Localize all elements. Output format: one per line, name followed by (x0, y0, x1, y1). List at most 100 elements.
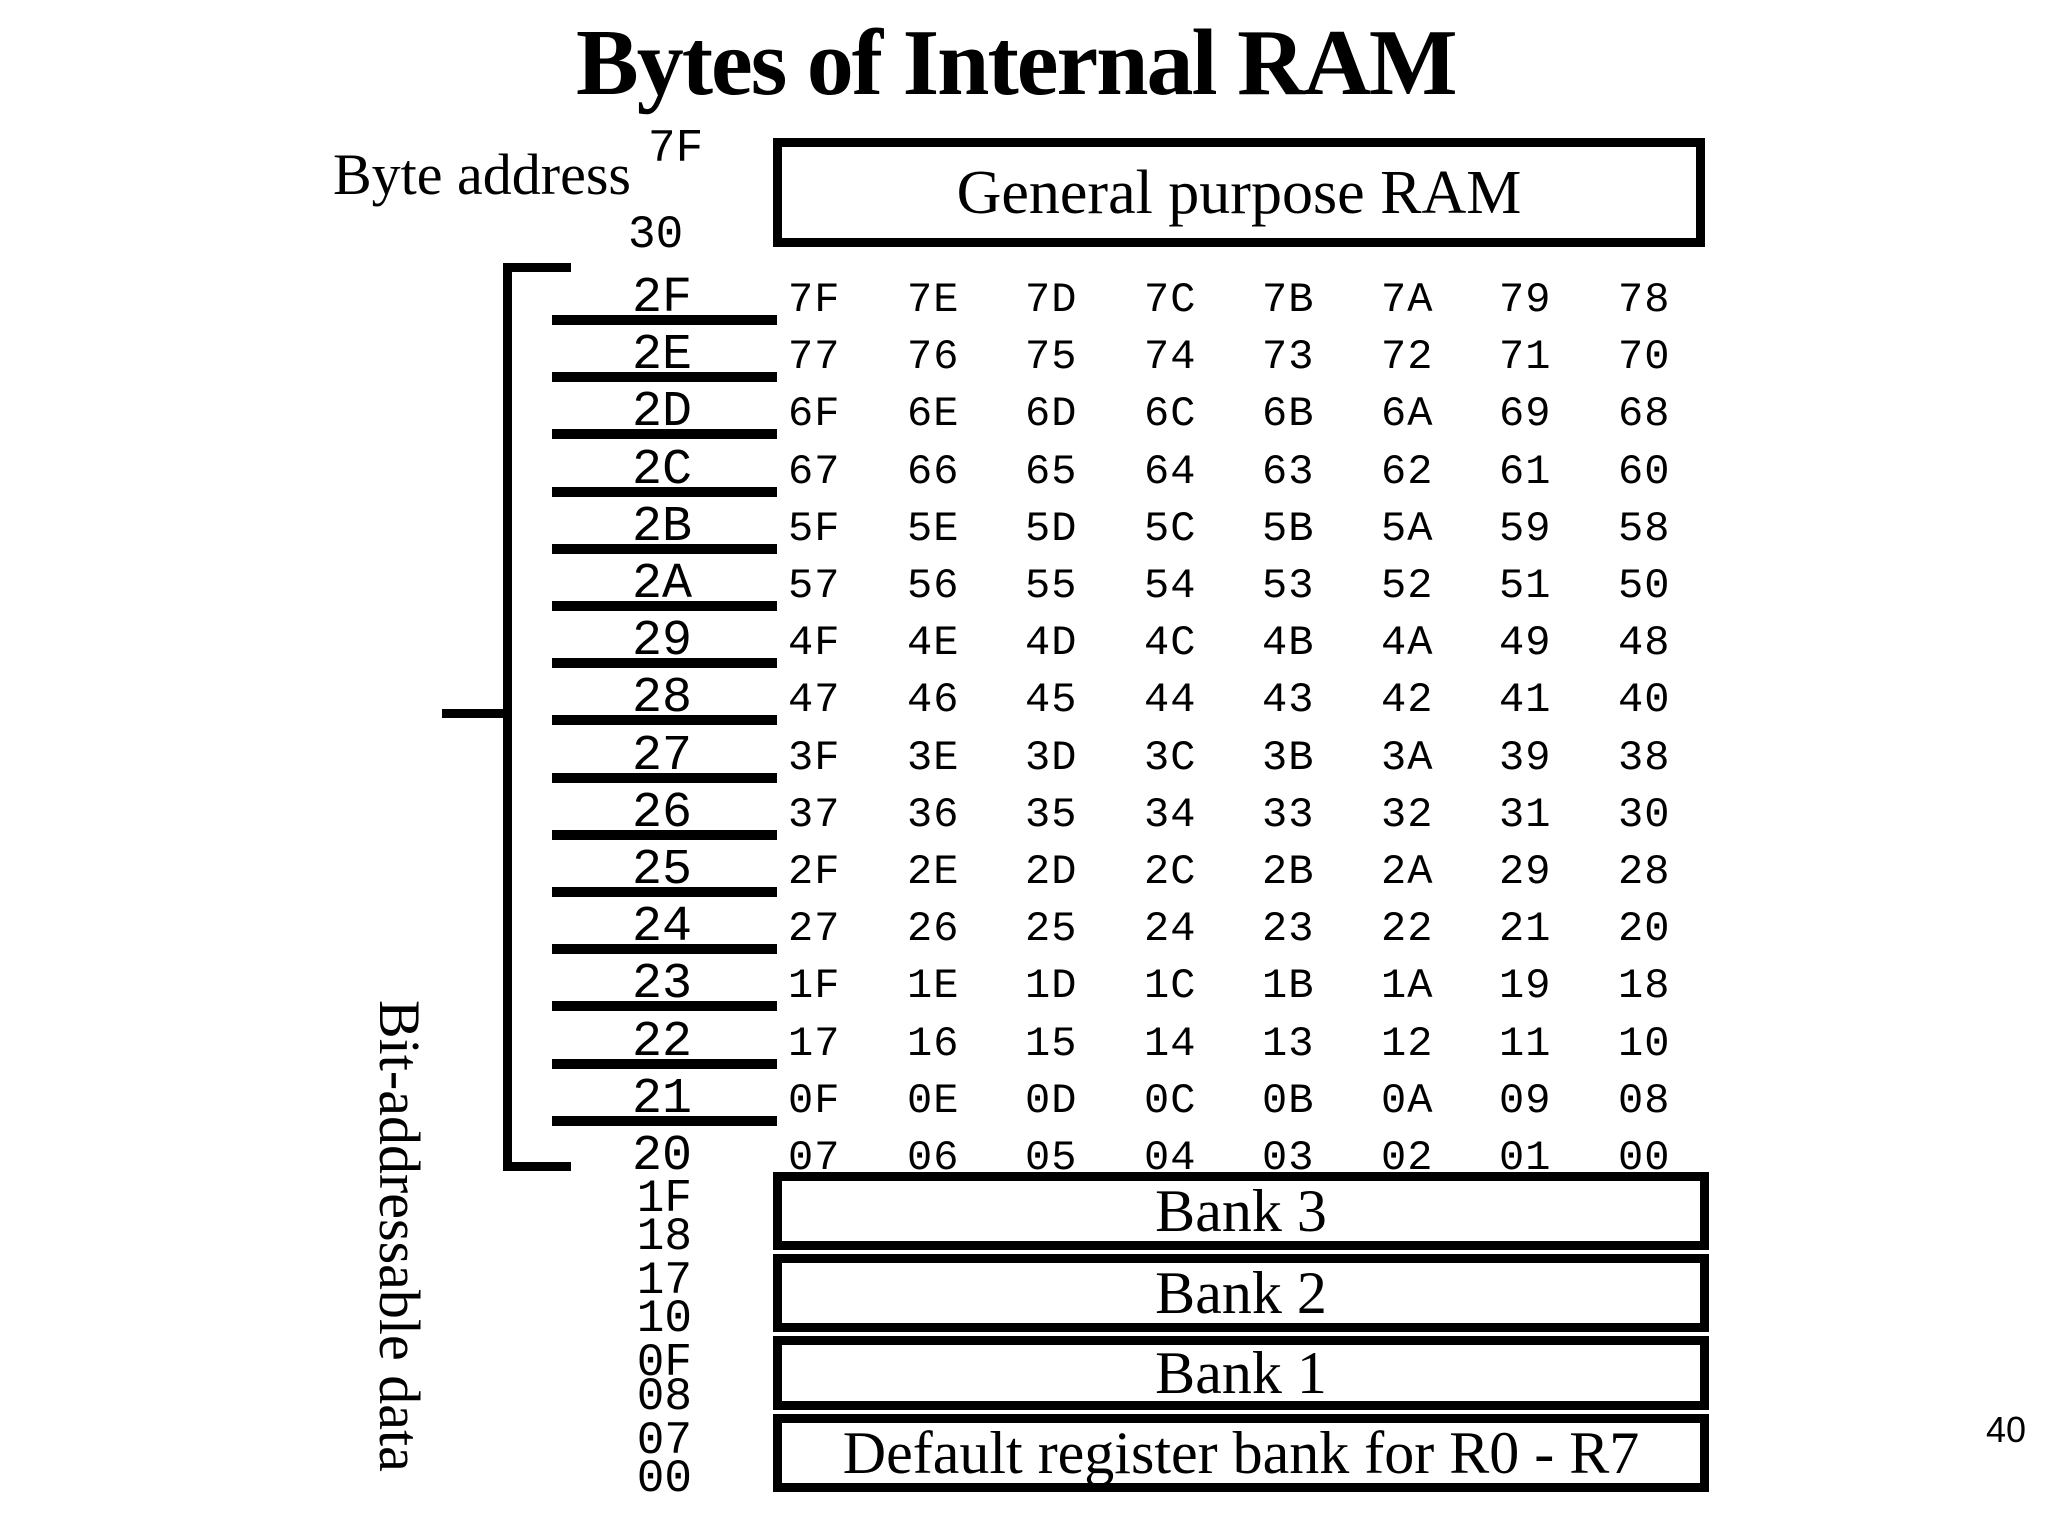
bit-address-cell: 0E (907, 1076, 960, 1125)
bit-address-cell: 77 (788, 333, 841, 382)
bit-address-cell: 31 (1499, 790, 1552, 839)
bit-address-cell: 7B (1262, 276, 1315, 324)
bank-address-low: 08 (636, 1371, 692, 1423)
bit-address-cell: 6A (1381, 390, 1434, 439)
bit-address-cell: 11 (1499, 1019, 1552, 1068)
bit-address-cell: 5F (788, 504, 841, 553)
row-underline (552, 315, 777, 325)
bit-address-cell: 4C (1144, 619, 1197, 668)
bit-address-cell: 19 (1499, 962, 1552, 1011)
bit-address-cell: 53 (1262, 562, 1315, 610)
row-underline (552, 1001, 777, 1012)
bit-address-cell: 12 (1381, 1019, 1434, 1068)
row-underline (552, 829, 777, 840)
bank-address-low: 10 (636, 1293, 692, 1345)
bank-box: Bank 2 (773, 1254, 1709, 1332)
byte-address-label: Byte address (333, 142, 631, 207)
bit-address-cell: 2A (1381, 848, 1434, 896)
byte-address-high: 7F (648, 123, 704, 175)
row-underline (552, 772, 777, 783)
bit-address-cell: 44 (1144, 676, 1197, 725)
bit-address-cell: 33 (1262, 790, 1315, 839)
bit-address-cell: 4A (1381, 619, 1434, 668)
bit-address-cell: 2D (1025, 848, 1078, 896)
bit-address-cell: 55 (1025, 562, 1078, 610)
bit-address-cell: 0D (1025, 1076, 1078, 1125)
bank-address-low: 18 (636, 1211, 692, 1263)
bit-addressable-data-label: Bit-addressable data (367, 1000, 432, 1472)
bit-address-cell: 38 (1618, 733, 1671, 782)
bit-address-cell: 5E (907, 504, 960, 553)
bit-address-cell: 4D (1025, 619, 1078, 668)
bit-address-cell: 22 (1381, 905, 1434, 954)
bit-address-cell: 45 (1025, 676, 1078, 725)
bit-address-cell: 7A (1381, 276, 1434, 324)
bit-address-cell: 73 (1262, 333, 1315, 382)
bit-address-cell: 40 (1618, 676, 1671, 725)
bit-address-cell: 18 (1618, 962, 1671, 1011)
bit-address-cell: 66 (907, 447, 960, 496)
bit-address-cell: 3C (1144, 733, 1197, 782)
bit-address-cell: 36 (907, 790, 960, 839)
bit-address-cell: 1B (1262, 962, 1315, 1011)
bank-address-high: 07 (636, 1415, 692, 1467)
bit-address-cell: 69 (1499, 390, 1552, 439)
bit-address-cell: 5C (1144, 504, 1197, 553)
page-number: 40 (1986, 1409, 2027, 1450)
bank-address-high: 0F (636, 1337, 692, 1389)
bank-label: Bank 2 (1155, 1260, 1327, 1326)
bank-box: Default register bank for R0 - R7 (773, 1414, 1709, 1492)
row-underline (552, 658, 777, 669)
row-address: 20 (631, 1128, 692, 1185)
bit-address-cell: 67 (788, 447, 841, 496)
bit-address-cell: 48 (1618, 619, 1671, 668)
row-underline (552, 887, 777, 897)
bit-area-bracket-bottom-arm (503, 1162, 571, 1171)
bit-address-cell: 63 (1262, 447, 1315, 496)
row-underline (552, 372, 777, 383)
bank-label: Bank 3 (1155, 1178, 1327, 1244)
bit-address-cell: 21 (1499, 905, 1552, 954)
bit-address-cell: 61 (1499, 447, 1552, 496)
general-purpose-ram-box: General purpose RAM (773, 138, 1705, 247)
bit-address-cell: 13 (1262, 1019, 1315, 1068)
bit-address-cell: 64 (1144, 447, 1197, 496)
row-underline (552, 944, 777, 955)
bit-address-cell: 4E (907, 619, 960, 668)
bit-address-cell: 0F (788, 1076, 841, 1125)
bit-address-cell: 1D (1025, 962, 1078, 1011)
bit-address-cell: 52 (1381, 562, 1434, 610)
bank-label: Default register bank for R0 - R7 (842, 1420, 1640, 1486)
bit-address-cell: 7D (1025, 276, 1078, 324)
bit-address-cell: 5D (1025, 504, 1078, 553)
bank-address-high: 1F (636, 1173, 692, 1225)
row-underline (552, 715, 777, 726)
bit-address-cell: 42 (1381, 676, 1434, 725)
bit-address-cell: 65 (1025, 447, 1078, 496)
bit-address-cell: 79 (1499, 276, 1552, 324)
bit-address-cell: 71 (1499, 333, 1552, 382)
bit-address-cell: 51 (1499, 562, 1552, 610)
bit-address-cell: 6C (1144, 390, 1197, 439)
bit-address-cell: 24 (1144, 905, 1197, 954)
bit-address-cell: 6F (788, 390, 841, 439)
bit-address-cell: 6B (1262, 390, 1315, 439)
bit-address-cell: 68 (1618, 390, 1671, 439)
bit-address-cell: 3E (907, 733, 960, 782)
bank-address-low: 00 (636, 1453, 692, 1505)
row-underline (552, 1115, 777, 1126)
bit-address-cell: 4F (788, 619, 841, 668)
bit-address-cell: 72 (1381, 333, 1434, 382)
bit-address-cell: 47 (788, 676, 841, 725)
bit-address-cell: 7E (907, 276, 960, 324)
bit-area-bracket-top-arm (503, 263, 571, 272)
bit-address-cell: 7F (788, 276, 841, 324)
bit-address-cell: 70 (1618, 333, 1671, 382)
row-underline (552, 429, 777, 440)
bit-address-cell: 46 (907, 676, 960, 725)
bit-address-cell: 54 (1144, 562, 1197, 610)
bit-address-cell: 0C (1144, 1076, 1197, 1125)
row-underline (552, 543, 777, 554)
bit-address-cell: 23 (1262, 905, 1315, 954)
